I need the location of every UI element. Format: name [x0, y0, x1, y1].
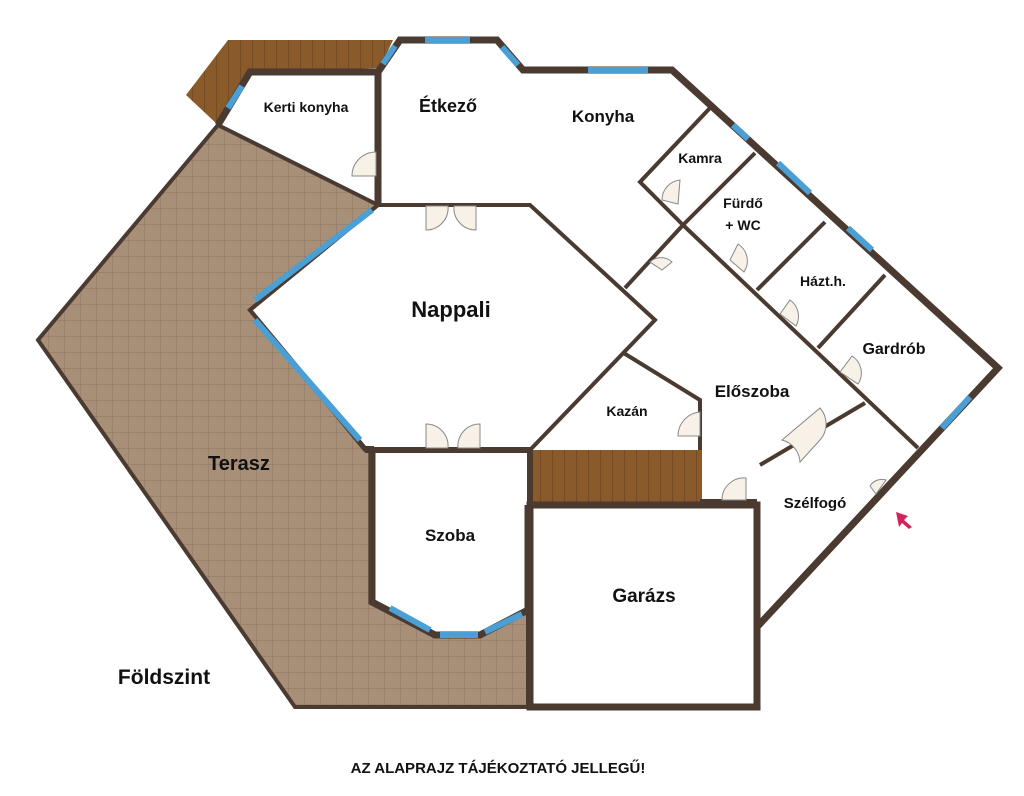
door-icon [351, 151, 377, 177]
entrance-arrow-icon [896, 512, 912, 529]
door-icon [869, 478, 887, 495]
level-label: Földszint [118, 666, 210, 689]
disclaimer-text: AZ ALAPRAJZ TÁJÉKOZTATÓ JELLEGŰ! [351, 759, 646, 777]
room-label-szelfogo: Szélfogó [784, 495, 847, 512]
room-labels: Kerti konyha Étkező Konyha Kamra Fürdő +… [118, 95, 926, 777]
room-label-garazs: Garázs [612, 586, 675, 607]
door-icon [425, 423, 481, 449]
room-label-konyha: Konyha [572, 107, 635, 126]
door-icon [780, 407, 827, 464]
room-label-nappali: Nappali [411, 297, 490, 322]
room-label-furdo: Fürdő [723, 195, 763, 211]
door-icon [721, 477, 747, 501]
room-label-gardrob: Gardrób [862, 341, 925, 358]
door-icon [729, 243, 748, 273]
room-label-terasz: Terasz [208, 453, 270, 475]
door-icon [649, 257, 673, 271]
room-label-szoba: Szoba [425, 526, 476, 545]
walls [215, 36, 1003, 711]
room-label-kazan: Kazán [606, 403, 647, 419]
door-icon [661, 179, 681, 205]
door-icon [779, 299, 799, 327]
room-label-kamra: Kamra [678, 150, 722, 166]
room-label-etkezo: Étkező [419, 95, 477, 116]
room-label-haztartasi: Házt.h. [800, 273, 846, 289]
room-label-wc: + WC [725, 217, 760, 233]
deck-top [186, 40, 393, 125]
room-label-eloszoba: Előszoba [715, 382, 790, 401]
door-icon [677, 411, 701, 437]
deck-middle [530, 450, 702, 502]
door-icon [839, 355, 862, 385]
room-label-kerti-konyha: Kerti konyha [264, 99, 349, 115]
doors [351, 151, 887, 501]
windows [225, 37, 973, 638]
door-icon [425, 205, 477, 231]
